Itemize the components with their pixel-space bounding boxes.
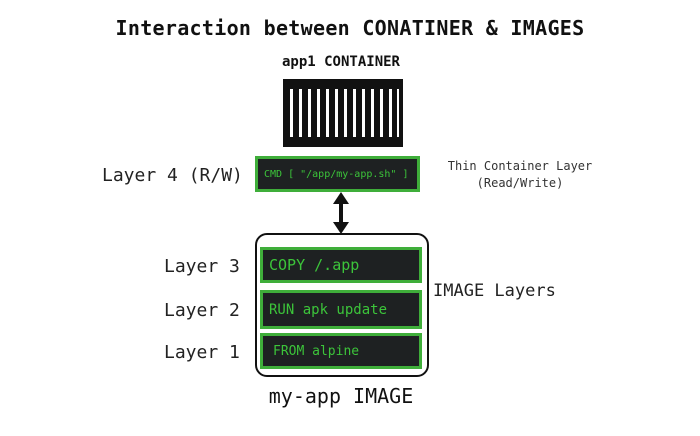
layer-1-box: FROM alpine — [260, 333, 422, 369]
layer-2-box: RUN apk update — [260, 290, 422, 329]
layer-3-label: Layer 3 — [164, 256, 240, 277]
diagram-title: Interaction between CONATINER & IMAGES — [115, 16, 585, 40]
layer-4-box: CMD [ "/app/my-app.sh" ] — [255, 156, 420, 192]
layer-1-content: FROM alpine — [273, 343, 360, 359]
layer-1-label: Layer 1 — [164, 342, 240, 363]
thin-container-layer-label: Thin Container Layer (Read/Write) — [440, 158, 600, 192]
container-label: app1 CONTAINER — [281, 54, 400, 70]
double-arrow-vertical-icon — [333, 192, 349, 234]
layer-3-box: COPY /.app — [260, 247, 422, 283]
layer-2-label: Layer 2 — [164, 300, 240, 321]
layer-4-content: CMD [ "/app/my-app.sh" ] — [264, 168, 409, 180]
image-frame — [255, 233, 429, 377]
layer-4-label: Layer 4 (R/W) — [102, 165, 243, 186]
shipping-container-icon — [283, 79, 403, 147]
thin-layer-title: Thin Container Layer — [447, 159, 593, 173]
layer-3-content: COPY /.app — [269, 256, 360, 274]
image-layers-label: IMAGE Layers — [433, 281, 556, 301]
thin-layer-subtitle: (Read/Write) — [476, 176, 564, 190]
image-name-label: my-app IMAGE — [268, 384, 414, 408]
layer-2-content: RUN apk update — [269, 301, 388, 318]
